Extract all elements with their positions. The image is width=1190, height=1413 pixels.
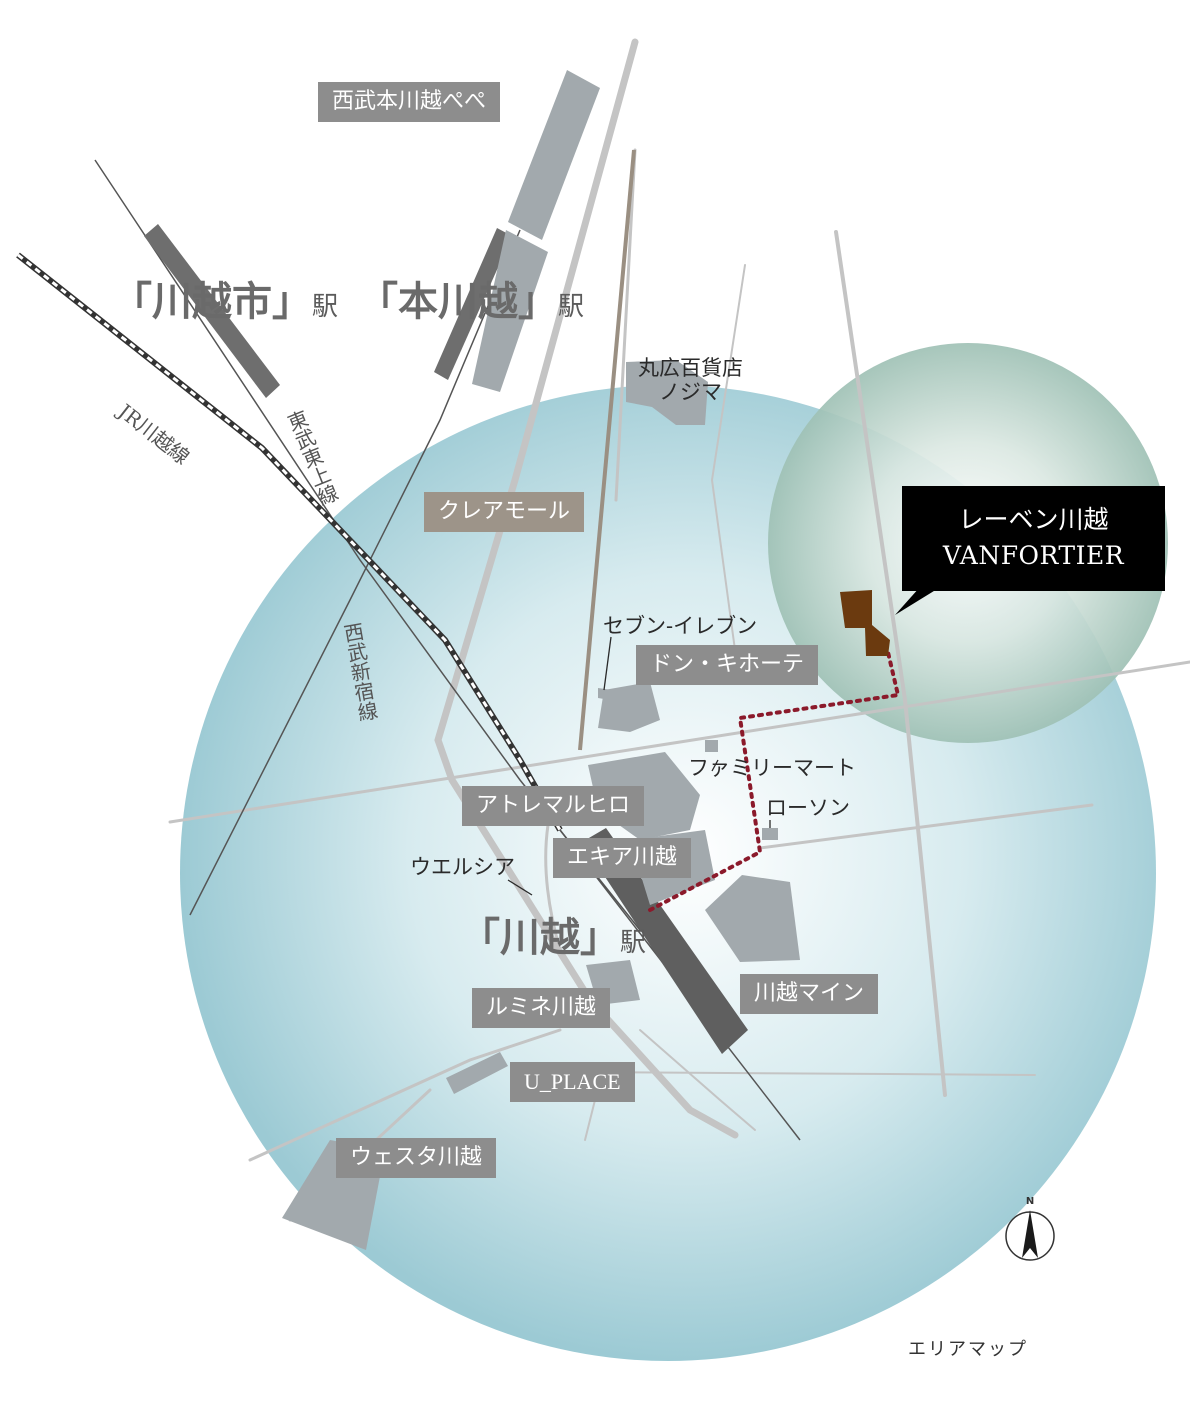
lawson-building <box>762 828 778 840</box>
compass: N <box>1005 1196 1055 1261</box>
familymart-building <box>705 740 718 752</box>
kawagoe-mine-label: 川越マイン <box>740 974 879 1014</box>
honkawagoe-station-name: 「本川越」 <box>358 278 558 325</box>
map-caption: エリアマップ <box>908 1339 1028 1360</box>
kawagoe-platform <box>582 828 748 1054</box>
crea-mall-label: クレアモール <box>424 492 585 532</box>
kawagoe-mine-building <box>705 875 800 962</box>
u-place-label: U_PLACE <box>510 1062 635 1102</box>
maruhiro-building <box>626 360 708 425</box>
seven-eleven-label: セブン‐イレブン <box>603 614 758 638</box>
u-place-building <box>446 1052 508 1094</box>
welcia-label: ウエルシア <box>410 855 515 879</box>
property-marker <box>840 590 890 656</box>
kawagoeshi-station-name: 「川越市」 <box>112 278 312 325</box>
seibu-pepe-building <box>508 70 600 240</box>
kawagoeshi-platform <box>144 224 280 398</box>
donki-label: ドン・キホーテ <box>636 645 819 685</box>
familymart-label: ファミリーマート <box>688 756 856 780</box>
compass-label: N <box>1026 1196 1034 1207</box>
maruhiro-label: 丸広百貨店 ノジマ <box>638 356 743 405</box>
kawagoeshi-station-suffix: 駅 <box>312 292 339 322</box>
honkawagoe-platform <box>434 228 512 380</box>
property-name-en: VANFORTIER <box>942 541 1125 571</box>
kawagoeshi-station: 「川越市」駅 <box>112 282 338 322</box>
lawson-label: ローソン <box>766 796 850 820</box>
leader-lines <box>507 636 771 896</box>
property-callout: レーベン川越 VANFORTIER <box>902 486 1165 591</box>
kawagoe-station-name: 「川越」 <box>460 914 620 961</box>
walking-route <box>648 646 901 912</box>
atre-label: アトレマルヒロ <box>462 786 645 826</box>
seibu-shinjuku-line <box>189 229 521 916</box>
kawagoe-station: 「川越」駅 <box>460 918 646 958</box>
seibu-pepe-label: 西武本川越ぺぺ <box>318 82 501 122</box>
buildings <box>282 70 800 1250</box>
honkawagoe-station-suffix: 駅 <box>558 292 585 322</box>
donki-building <box>598 682 660 732</box>
honkawagoe-station-building <box>472 230 548 392</box>
kawagoe-station-suffix: 駅 <box>620 928 647 958</box>
honkawagoe-station: 「本川越」駅 <box>358 282 584 322</box>
westa-label: ウェスタ川越 <box>336 1138 497 1178</box>
lumine-label: ルミネ川越 <box>472 988 611 1028</box>
property-name-ja: レーベン川越 <box>958 505 1109 534</box>
ekia-label: エキア川越 <box>553 838 692 878</box>
crea-mall-street <box>578 149 636 751</box>
station-platforms <box>144 224 748 1054</box>
